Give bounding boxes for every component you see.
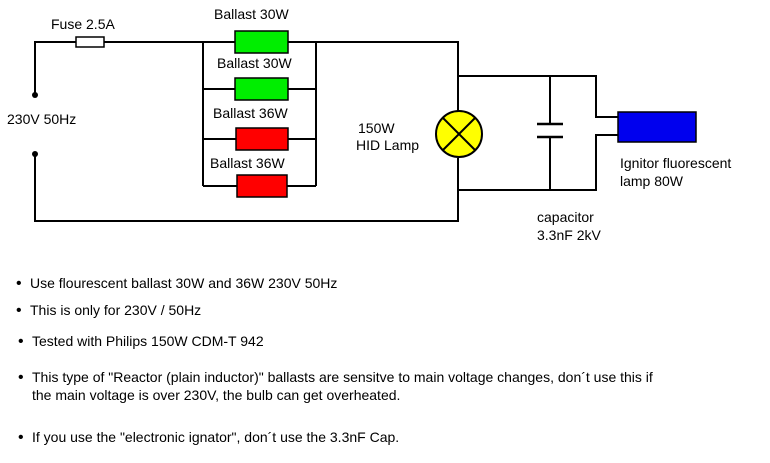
note-text-line2: the main voltage is over 230V, the bulb …	[32, 387, 401, 403]
note-item: • This type of "Reactor (plain inductor)…	[18, 369, 653, 386]
note-item: • This is only for 230V / 50Hz	[16, 302, 202, 319]
note-text: Use flourescent ballast 30W and 36W 230V…	[30, 275, 338, 291]
supply-top-wire	[34, 41, 76, 95]
bullet-icon: •	[18, 333, 24, 350]
wires	[34, 41, 618, 222]
capacitor-label-line1: capacitor	[537, 209, 594, 225]
lamp-icon	[435, 110, 483, 158]
bullet-icon: •	[18, 429, 24, 446]
note-item-continued: the main voltage is over 230V, the bulb …	[32, 387, 400, 404]
ballast-36w-1	[235, 127, 289, 151]
note-text: If you use the "electronic ignator", don…	[32, 429, 400, 445]
ballast-30w-1	[234, 30, 289, 54]
capacitor-label-line2: 3.3nF 2kV	[537, 227, 601, 243]
note-text: This is only for 230V / 50Hz	[30, 302, 202, 318]
lamp-label-line2: HID Lamp	[356, 137, 420, 153]
bullet-icon: •	[16, 302, 22, 319]
bullet-icon: •	[16, 275, 22, 292]
capacitor-icon	[537, 122, 563, 139]
ballast1-label: Ballast 30W	[214, 6, 289, 22]
ignitor-lamp-icon	[617, 111, 697, 143]
note-item: • Use flourescent ballast 30W and 36W 23…	[16, 275, 338, 292]
ignitor-bottom-wire	[458, 134, 618, 191]
supply-label: 230V 50Hz	[7, 111, 77, 127]
ballast3-label: Ballast 36W	[213, 105, 288, 121]
fuse-label: Fuse 2.5A	[51, 16, 115, 32]
ignitor-top-wire	[458, 75, 618, 118]
supply-terminal-bottom	[32, 151, 38, 157]
ballast2-label: Ballast 30W	[217, 55, 292, 71]
ballast4-label: Ballast 36W	[210, 155, 285, 171]
note-item: • If you use the "electronic ignator", d…	[18, 429, 400, 446]
bullet-icon: •	[18, 369, 24, 386]
fuse-icon	[75, 36, 105, 48]
note-text-line1: This type of "Reactor (plain inductor)" …	[32, 369, 653, 385]
ignitor-label-line1: Ignitor fluorescent	[620, 155, 732, 171]
note-text: Tested with Philips 150W CDM-T 942	[32, 333, 264, 349]
lamp-label-line1: 150W	[358, 120, 395, 136]
ballast-36w-2	[236, 174, 288, 198]
ignitor-label-line2: lamp 80W	[620, 173, 684, 189]
ballast-30w-2	[234, 77, 289, 101]
supply-terminal-top	[32, 92, 38, 98]
note-item: • Tested with Philips 150W CDM-T 942	[18, 333, 264, 350]
ballast-to-lamp-wire	[316, 41, 459, 111]
